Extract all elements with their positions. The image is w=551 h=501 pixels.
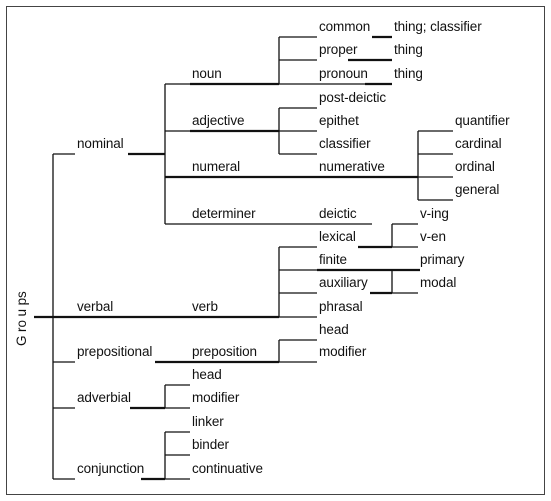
node-numerative: numerative — [319, 159, 385, 174]
node-linker: linker — [192, 414, 224, 429]
node-prepositional: prepositional — [77, 344, 152, 359]
node-deictic: deictic — [319, 206, 357, 221]
node-adverbial: adverbial — [77, 390, 131, 405]
node-finite: finite — [319, 252, 347, 267]
node-modal: modal — [420, 275, 456, 290]
node-prep-head: head — [192, 367, 222, 382]
connector-lines — [34, 35, 453, 481]
node-verb: verb — [192, 299, 218, 314]
node-proper: proper — [319, 42, 358, 57]
node-preposition: preposition — [192, 344, 257, 359]
node-post-deictic: post-deictic — [319, 90, 386, 105]
node-binder: binder — [192, 437, 230, 452]
node-thing-2: thing — [394, 66, 423, 81]
node-primary: primary — [420, 252, 465, 267]
node-classifier: classifier — [319, 136, 371, 151]
root-label: G ro u ps — [14, 291, 29, 346]
node-epithet: epithet — [319, 113, 359, 128]
node-ordinal: ordinal — [455, 159, 495, 174]
node-lexical: lexical — [319, 229, 356, 244]
node-v-en: v-en — [420, 229, 446, 244]
node-determiner: determiner — [192, 206, 256, 221]
node-thing-classifier: thing; classifier — [394, 19, 482, 34]
node-thing-1: thing — [394, 42, 423, 57]
node-prep-modifier: modifier — [319, 344, 367, 359]
node-conjunction: conjunction — [77, 461, 144, 476]
node-numeral: numeral — [192, 159, 240, 174]
node-phrasal: phrasal — [319, 299, 363, 314]
node-prep-head2: head — [319, 322, 349, 337]
node-noun: noun — [192, 66, 222, 81]
node-continuative: continuative — [192, 461, 263, 476]
node-v-ing: v-ing — [420, 206, 449, 221]
node-auxiliary: auxiliary — [319, 275, 368, 290]
node-adjective: adjective — [192, 113, 244, 128]
node-common: common — [319, 19, 370, 34]
node-cardinal: cardinal — [455, 136, 502, 151]
diagram-border — [6, 6, 545, 495]
node-nominal: nominal — [77, 136, 124, 151]
node-quantifier: quantifier — [455, 113, 510, 128]
node-general: general — [455, 182, 499, 197]
node-adv-modifier: modifier — [192, 390, 240, 405]
node-verbal: verbal — [77, 299, 113, 314]
node-pronoun: pronoun — [319, 66, 368, 81]
